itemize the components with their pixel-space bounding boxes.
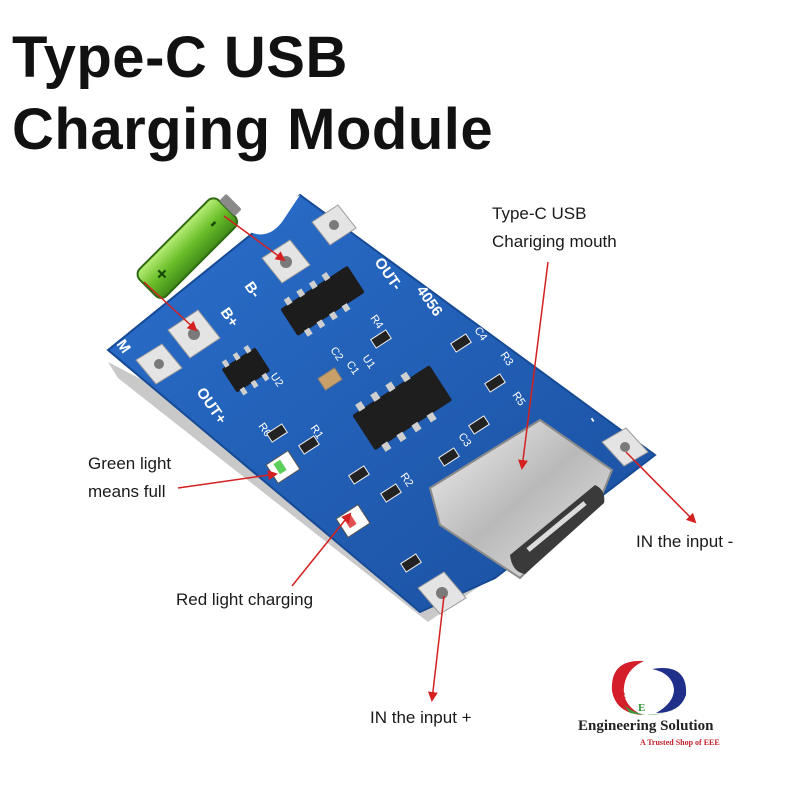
in-plus-arrow [427,595,445,702]
label-green-line1: Green light [88,454,172,473]
usb-c-connector [428,418,614,580]
green-led-arrow [177,470,278,489]
title-line-1: Type-C USB [12,25,348,90]
label-usb-mouth-line2: Chariging mouth [492,232,617,251]
logo-letter-s: S [674,690,681,704]
label-usb-mouth: Type-C USB Chariging mouth [492,200,617,256]
label-in-plus: IN the input + [370,708,472,727]
board-notch [250,195,300,235]
battery-plus-arrow [143,281,198,332]
logo-red-swoosh [611,660,644,715]
pad-group [135,204,649,615]
label-green-line2: means full [88,482,166,501]
label-usb-mouth-line1: Type-C USB [492,204,587,223]
title-line-2: Charging Module [12,97,494,162]
mosfet-chip [221,345,270,396]
red-led-arrow [291,512,352,587]
charger-ic [352,365,452,452]
label-green-light: Green light means full [88,450,171,506]
logo-blue-swoosh [652,668,687,713]
engineering-solution-logo: G E S [611,660,687,715]
usb-mouth-arrow [518,261,549,470]
capacitor-c1 [317,366,343,392]
logo-letter-g: G [616,689,626,704]
logo-letter-e: E [638,702,645,714]
in-minus-arrow [625,451,697,524]
passives [266,329,506,573]
logo-name: Engineering Solution [578,718,714,734]
page-title: Type-C USB Charging Module [12,22,572,166]
battery-icon: + - [136,194,241,299]
label-in-minus: IN the input - [636,532,734,551]
label-red-light: Red light charging [176,590,314,609]
protection-ic [281,266,365,337]
battery-minus-arrow [223,215,286,262]
logo-tagline: A Trusted Shop of EEE [640,738,720,747]
